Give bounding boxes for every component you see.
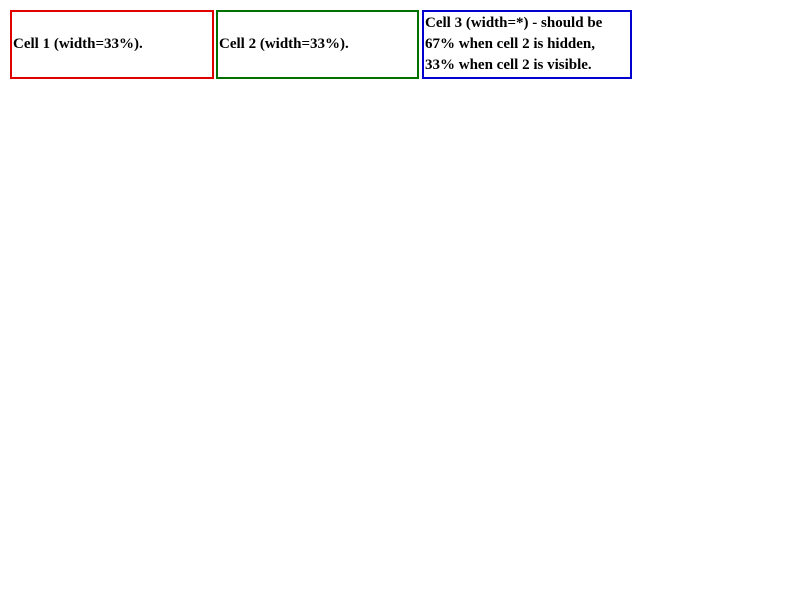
- cell-3-text: Cell 3 (width=*) - should be 67% when ce…: [425, 15, 603, 73]
- cell-2-text: Cell 2 (width=33%).: [219, 36, 349, 52]
- cell-1: Cell 1 (width=33%).: [10, 10, 214, 79]
- cell-2: Cell 2 (width=33%).: [216, 10, 419, 79]
- cell-3: Cell 3 (width=*) - should be 67% when ce…: [422, 10, 632, 79]
- cell-1-text: Cell 1 (width=33%).: [13, 36, 143, 52]
